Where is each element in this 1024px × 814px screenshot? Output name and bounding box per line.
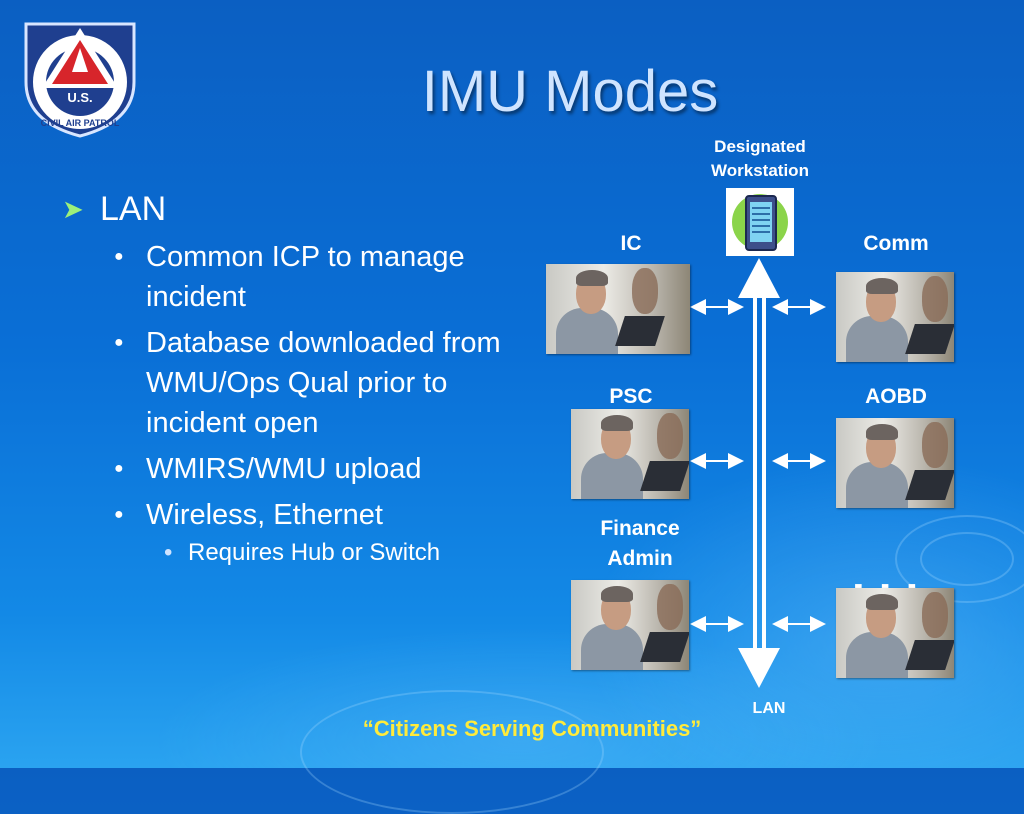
node-label-finance-admin: Finance Admin — [600, 517, 680, 570]
civil-air-patrol-logo: U.S. CIVIL AIR PATROL — [14, 12, 146, 138]
bullet-list: ➤ LAN ● Common ICP to manage incident ● … — [62, 190, 512, 567]
lan-bus — [738, 258, 780, 688]
background-ripple — [895, 515, 1024, 603]
bullet-level2-text: Wireless, Ethernet — [146, 499, 383, 531]
logo-ring-text: CIVIL AIR PATROL — [41, 118, 120, 128]
workstation-photo-finance — [571, 580, 689, 670]
workstation-icon — [726, 188, 794, 256]
bullet-level1: ➤ LAN — [62, 190, 512, 229]
workstation-photo-ic — [546, 264, 690, 354]
logo-center-text: U.S. — [67, 90, 92, 105]
bullet-level3: • Requires Hub or Switch — [164, 539, 512, 567]
dot-bullet-icon: ● — [114, 506, 124, 523]
bullet-level2-text: Common ICP to manage incident — [146, 241, 465, 313]
bullet-level2: ● Database downloaded from WMU/Ops Qual … — [114, 323, 512, 443]
arrow-bullet-icon: ➤ — [62, 194, 84, 224]
bullet-level1-text: LAN — [100, 190, 167, 228]
dot-bullet-icon: ● — [114, 334, 124, 351]
workstation-photo-comm — [836, 272, 954, 362]
dot-bullet-icon: ● — [114, 248, 124, 265]
bullet-level3-text: Requires Hub or Switch — [188, 539, 441, 566]
bullet-level2-text: WMIRS/WMU upload — [146, 453, 422, 485]
bullet-level2: ● Common ICP to manage incident — [114, 237, 512, 317]
bullet-level2: ● WMIRS/WMU upload — [114, 449, 512, 489]
node-label-ic: IC — [620, 232, 642, 255]
node-label-psc: PSC — [609, 385, 653, 408]
node-label-aobd: AOBD — [865, 385, 927, 408]
lan-label: LAN — [752, 700, 786, 717]
dot-bullet-icon: ● — [114, 460, 124, 477]
bullet-level2-text: Database downloaded from WMU/Ops Qual pr… — [146, 327, 501, 439]
node-label-comm: Comm — [863, 232, 929, 255]
dot-bullet-icon: • — [164, 539, 173, 566]
workstation-photo-aobd — [836, 418, 954, 508]
lan-diagram-links — [690, 258, 826, 688]
workstation-label: Designated Workstation — [711, 137, 809, 180]
workstation-photo-more — [836, 588, 954, 678]
workstation-photo-psc — [571, 409, 689, 499]
slide-footer: “Citizens Serving Communities” — [362, 716, 702, 741]
slide-title: IMU Modes — [421, 59, 719, 124]
bullet-level2: ● Wireless, Ethernet — [114, 495, 512, 535]
